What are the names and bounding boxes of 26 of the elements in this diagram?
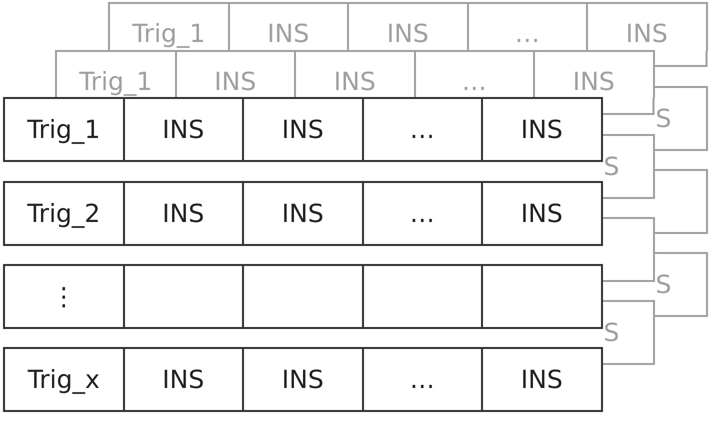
instruction-cell: INS	[242, 181, 364, 246]
ellipsis-cell: …	[362, 181, 483, 246]
instruction-cell: INS	[242, 97, 364, 162]
instruction-cell: INS	[481, 347, 602, 412]
instruction-cell: INS	[242, 347, 364, 412]
ellipsis-cell: …	[362, 347, 483, 412]
instruction-cell: INS	[122, 97, 244, 162]
partly-hidden-cell: S	[602, 134, 654, 199]
instruction-cell: INS	[481, 97, 602, 162]
instruction-cell: INS	[533, 50, 654, 98]
instruction-cell: INS	[122, 347, 244, 412]
trigger-cell: Trig_1	[108, 2, 230, 51]
empty-cell	[654, 169, 708, 234]
trigger-cell: Trig_x	[3, 347, 124, 412]
empty-cell	[602, 217, 654, 282]
trigger-cell: Trig_1	[55, 50, 176, 98]
vertical-ellipsis-cell: ⋮	[3, 264, 124, 329]
ellipsis-cell: …	[362, 97, 483, 162]
partly-hidden-cell: S	[602, 300, 654, 365]
instruction-cell: INS	[481, 181, 602, 246]
partly-hidden-cell: S	[654, 252, 708, 317]
instruction-cell: INS	[122, 181, 244, 246]
trigger-cell: Trig_1	[3, 97, 124, 162]
partly-hidden-cell: S	[654, 86, 708, 151]
trigger-cell: Trig_2	[3, 181, 124, 246]
instruction-cell: INS	[586, 2, 708, 51]
